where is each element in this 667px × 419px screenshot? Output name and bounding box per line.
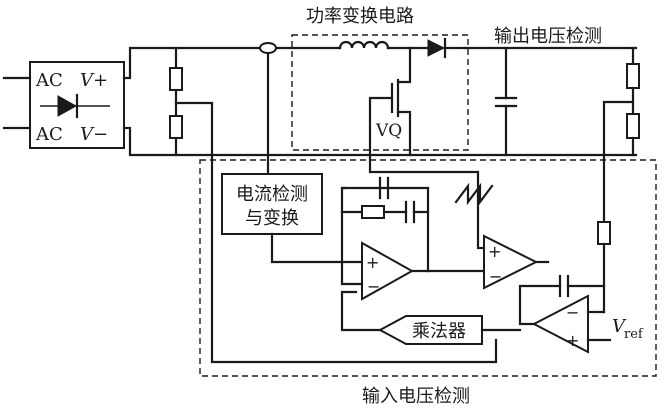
boost-inductor	[338, 40, 390, 50]
output-sense-wire	[602, 100, 635, 224]
multiplier-output-wire	[340, 290, 382, 332]
boost-diode-icon	[427, 39, 446, 57]
mosfet-switch-vq: VQ	[368, 46, 480, 198]
error-amp-input-resistor	[597, 221, 611, 245]
power-conversion-label: 功率变换电路	[306, 6, 414, 27]
mosfet-label: VQ	[375, 121, 402, 141]
error-amp-triangle	[531, 294, 589, 354]
error-amplifier: − +	[531, 294, 589, 354]
multiplier-label: 乘法器	[412, 321, 466, 342]
rectifier-vminus-label: V−	[80, 124, 108, 145]
compensation-resistor	[361, 205, 385, 219]
output-divider	[597, 46, 640, 314]
pwm-comparator-plus: +	[488, 242, 501, 261]
current-sense-transformer	[259, 42, 277, 174]
positive-rail-input	[122, 46, 342, 80]
error-amp-feedback-wire	[518, 284, 562, 326]
pwm-comparator-minus: −	[489, 267, 502, 286]
ground-rail	[122, 126, 638, 157]
sawtooth-ramp-icon	[454, 182, 494, 206]
input-voltage-sense-wire	[174, 101, 498, 364]
control-block	[199, 159, 657, 377]
rectifier-vplus-label: V+	[80, 70, 108, 91]
error-amp-minus: −	[566, 303, 579, 322]
output-capacitor	[494, 46, 518, 157]
rectifier-diode-icon	[57, 95, 78, 117]
error-amp-plus: +	[566, 331, 579, 350]
input-divider	[169, 46, 498, 364]
current-signal-wire	[270, 232, 364, 264]
current-detect-rect	[221, 173, 323, 235]
current-amp-plus: +	[366, 253, 379, 272]
bridge-rectifier: AC V+ AC V−	[29, 61, 125, 149]
vref-subscript: ref	[624, 327, 644, 342]
rectifier-ac-top-label: AC	[35, 70, 63, 91]
current-amp-minus: −	[367, 277, 380, 296]
current-detect-label-line1: 电流检测	[236, 184, 308, 205]
ramp-input-wire	[476, 194, 486, 250]
current-sense-coil	[259, 42, 277, 54]
multiplier: 乘法器	[377, 315, 483, 345]
output-divider-resistor-bottom	[626, 113, 640, 139]
current-amp-triangle	[361, 241, 415, 301]
pwm-comparator: + −	[483, 234, 539, 290]
rectifier-ac-bottom-label: AC	[35, 124, 63, 145]
current-amp-compensation	[340, 176, 430, 286]
pwm-comparator-triangle	[483, 234, 539, 290]
current-detect-label-line2: 与变换	[245, 208, 299, 229]
output-voltage-detect-label: 输出电压检测	[494, 26, 602, 47]
input-voltage-detect-label: 输入电压检测	[362, 386, 470, 407]
input-divider-resistor-top	[169, 67, 183, 91]
current-amplifier: + −	[361, 241, 415, 301]
vref-label: V	[612, 316, 627, 337]
current-detect-box: 电流检测 与变换	[221, 173, 323, 235]
gate-drive-wire	[368, 96, 480, 198]
power-conversion-block	[291, 34, 469, 151]
output-divider-resistor-top	[626, 63, 640, 89]
input-divider-resistor-bottom	[169, 115, 183, 139]
